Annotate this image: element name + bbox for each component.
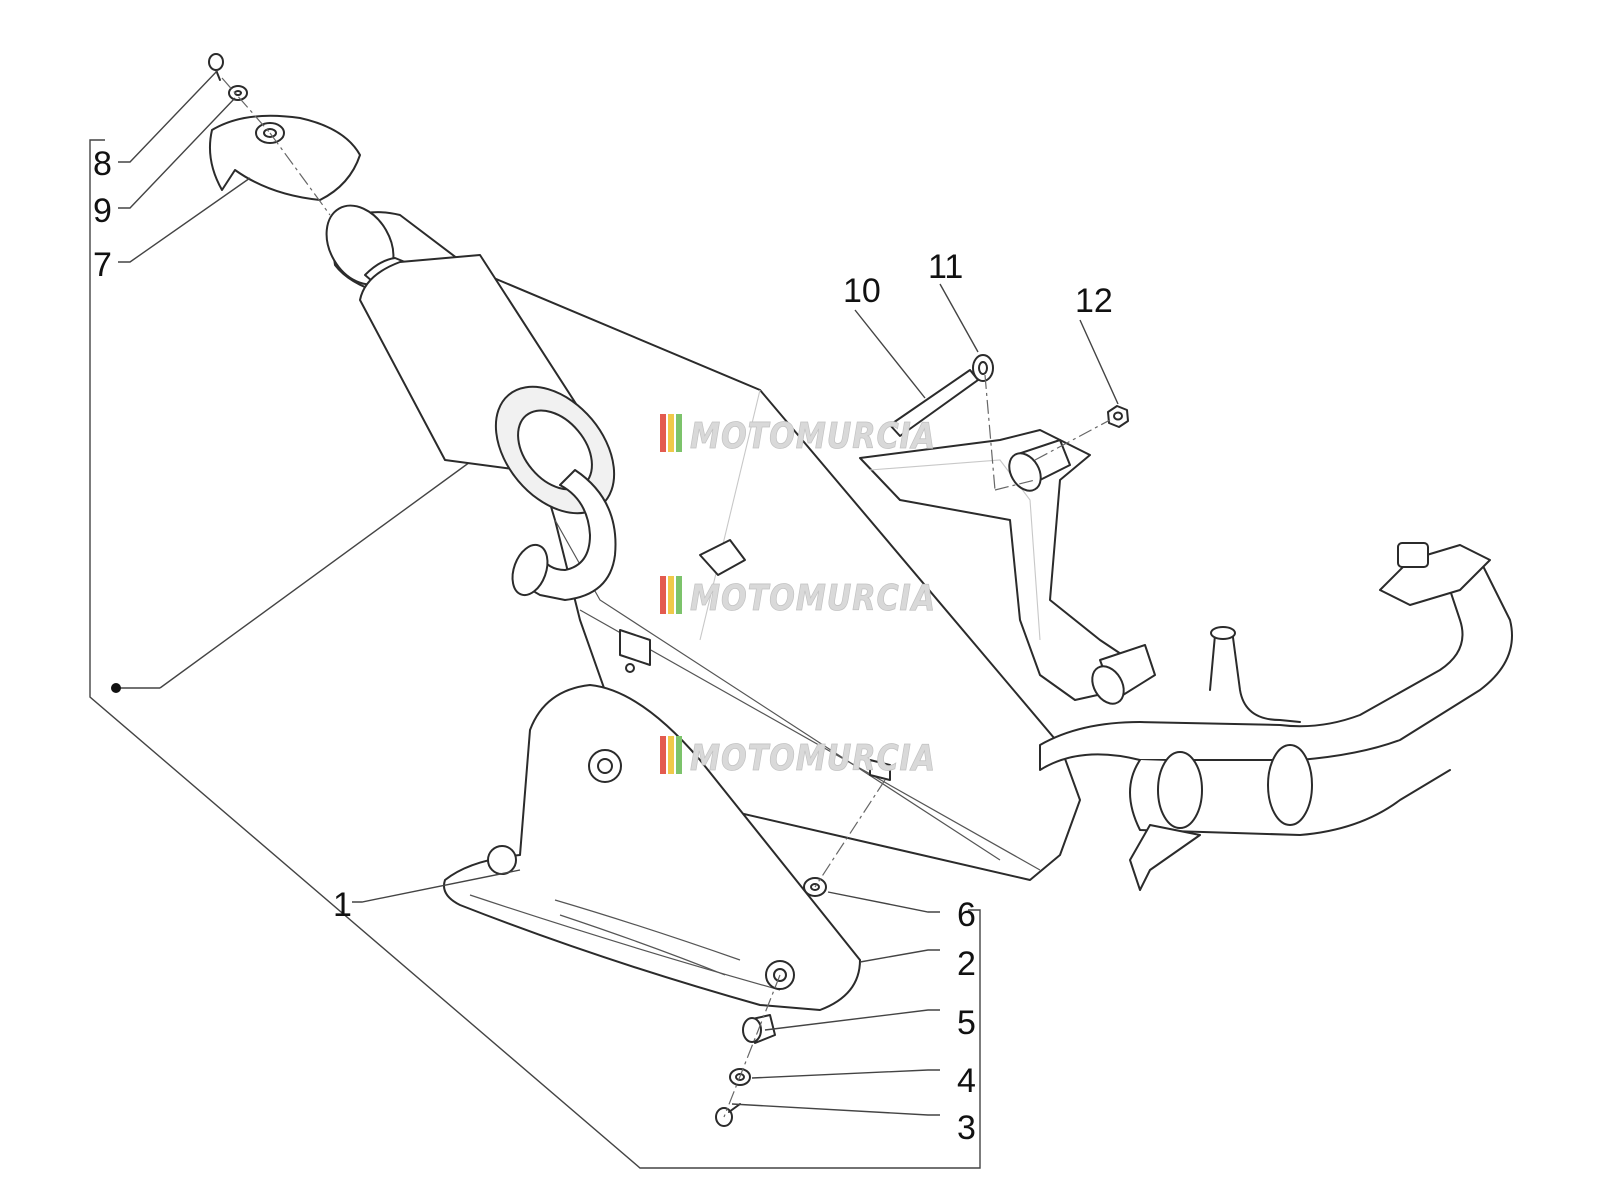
callout-3: 3 xyxy=(957,1109,976,1147)
muffler xyxy=(325,204,1081,881)
assembly-dot xyxy=(111,683,121,693)
callout-1: 1 xyxy=(333,886,352,924)
callout-6: 6 xyxy=(957,896,976,934)
callout-11: 11 xyxy=(928,248,963,286)
callout-labels: 8 9 7 10 11 12 1 6 2 5 4 3 xyxy=(93,145,1113,1147)
watermark-2: MOTOMURCIA xyxy=(660,576,936,619)
watermark-text: MOTOMURCIA xyxy=(690,738,936,779)
watermark-3: MOTOMURCIA xyxy=(660,736,936,779)
assembly-axes xyxy=(221,77,1111,1118)
callout-2: 2 xyxy=(957,945,976,983)
watermark-1: MOTOMURCIA xyxy=(660,414,936,457)
callout-12: 12 xyxy=(1075,282,1113,320)
callout-4: 4 xyxy=(957,1062,976,1100)
support-bracket xyxy=(859,429,1156,705)
exhaust-header xyxy=(1039,542,1513,891)
watermark-text: MOTOMURCIA xyxy=(690,578,936,619)
assembly-bracket xyxy=(89,139,981,1169)
heat-shield xyxy=(443,684,861,1011)
callout-9: 9 xyxy=(93,192,112,230)
guard-part-7 xyxy=(209,114,361,201)
watermark-text: MOTOMURCIA xyxy=(690,416,936,457)
callout-5: 5 xyxy=(957,1004,976,1042)
callout-7: 7 xyxy=(93,246,112,284)
callout-10: 10 xyxy=(843,272,881,310)
leader-lines xyxy=(118,69,1119,1116)
callout-8: 8 xyxy=(93,145,112,183)
